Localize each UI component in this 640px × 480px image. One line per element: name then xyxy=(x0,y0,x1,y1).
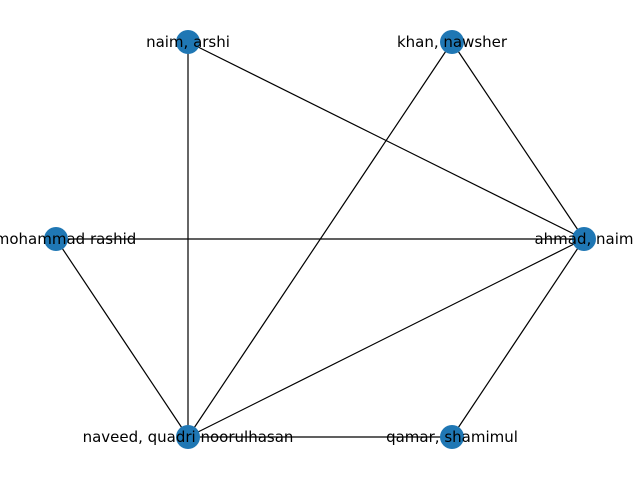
node-naim_arshi xyxy=(176,30,200,54)
edges-layer xyxy=(55,41,585,438)
node-qamar_shamimul xyxy=(440,425,464,449)
edge-ahmad_naim-naveed_quadri xyxy=(187,238,585,438)
node-ahmad_naim xyxy=(572,227,596,251)
node-label-mohammad_rashid: n, mohammad rashid xyxy=(0,230,136,248)
edge-ahmad_naim-qamar_shamimul xyxy=(451,238,585,438)
node-label-naveed_quadri: naveed, quadri noorulhasan xyxy=(83,428,294,446)
node-naveed_quadri xyxy=(176,425,200,449)
node-label-khan_nawsher: khan, nawsher xyxy=(397,33,508,51)
node-label-naim_arshi: naim, arshi xyxy=(146,33,230,51)
node-label-ahmad_naim: ahmad, naim xyxy=(534,230,633,248)
edge-khan_nawsher-ahmad_naim xyxy=(451,41,585,240)
node-mohammad_rashid xyxy=(44,227,68,251)
node-label-qamar_shamimul: qamar, shamimul xyxy=(386,428,518,446)
nodes-layer xyxy=(44,30,596,449)
node-khan_nawsher xyxy=(440,30,464,54)
edge-mohammad_rashid-naveed_quadri xyxy=(55,238,189,438)
labels-layer: naim, arshi khan, nawsher n, mohammad rash… xyxy=(0,33,634,446)
